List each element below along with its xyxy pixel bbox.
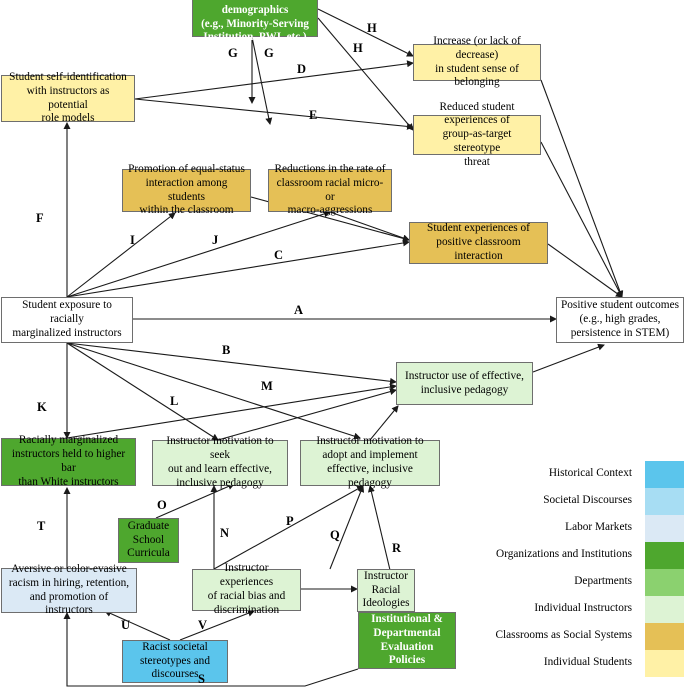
edge-i (66, 212, 176, 298)
edge-positive-outcomes (547, 243, 623, 298)
legend-label-historical: Historical Context (548, 467, 632, 479)
edge-higherbar-pedagogy (66, 383, 397, 439)
edge-label-r: R (392, 541, 402, 555)
edge-micro-positive (329, 211, 410, 242)
edge-label-j: J (212, 233, 219, 247)
edge-h2 (317, 17, 414, 131)
node-racial-bias-experiences: Instructor experiences of racial bias an… (192, 562, 301, 616)
edge-label-u: U (121, 618, 131, 632)
legend-swatch-organizations (645, 542, 684, 569)
edge-label-m: M (261, 379, 273, 393)
legend-label-labor: Labor Markets (565, 521, 632, 533)
node-higher-bar: Racially marginalized instructors held t… (1, 434, 136, 488)
edge-e (134, 98, 414, 130)
edge-g2 (251, 36, 273, 125)
node-inclusive-pedagogy: Instructor use of effective, inclusive p… (396, 362, 533, 405)
edge-label-f: F (36, 211, 44, 225)
edge-label-g1: G (228, 46, 238, 60)
edge-stereotype-outcomes (540, 141, 623, 298)
legend-swatch-societal (645, 488, 684, 515)
legend-swatch-labor (645, 515, 684, 542)
edge-b (66, 342, 397, 385)
edge-label-h2: H (353, 41, 363, 55)
edge-belonging-outcomes (540, 79, 624, 298)
node-student-exposure: Student exposure to racially marginalize… (1, 297, 133, 343)
edge-label-g2: G (264, 46, 274, 60)
node-equal-status-interaction: Promotion of equal-status interaction am… (122, 163, 251, 216)
edge-label-n: N (220, 526, 230, 540)
node-sense-of-belonging: Increase (or lack of decrease) in studen… (413, 35, 541, 88)
legend-label-classrooms: Classrooms as Social Systems (495, 629, 632, 641)
edge-label-o: O (157, 498, 167, 512)
node-student-self-identification: Student self-identification with instruc… (1, 71, 135, 124)
edge-label-v: V (198, 618, 208, 632)
node-stereotype-threat: Reduced student experiences of group-as-… (413, 101, 541, 168)
edge-label-q: Q (330, 528, 340, 542)
edge-label-i: I (130, 233, 135, 247)
node-aversive-racism: Aversive or color-evasive racism in hiri… (1, 563, 137, 616)
edge-v (179, 609, 255, 641)
edge-d (134, 60, 414, 100)
legend-swatch-departments (645, 569, 684, 596)
legend-label-departments: Departments (574, 575, 632, 587)
edge-p (213, 485, 364, 570)
node-motivation-learn: Instructor motivation to seek out and le… (152, 435, 288, 489)
legend-swatch-individual-instructors (645, 596, 684, 623)
edge-l (66, 342, 219, 441)
edge-label-d: D (297, 62, 307, 76)
legend-swatch-classrooms (645, 623, 684, 650)
edge-label-h1: H (367, 21, 377, 35)
edge-learn-pedagogy (217, 388, 397, 441)
edge-o (155, 483, 235, 519)
node-racial-microaggressions: Reductions in the rate of classroom raci… (268, 163, 392, 216)
edge-label-e: E (309, 108, 318, 122)
node-motivation-adopt: Instructor motivation to adopt and imple… (300, 435, 440, 489)
node-positive-classroom-interaction: Student experiences of positive classroo… (409, 222, 548, 264)
edge-label-s: S (198, 672, 205, 686)
legend-label-societal: Societal Discourses (543, 494, 632, 506)
edge-label-b: B (222, 343, 231, 357)
edge-u (104, 610, 171, 641)
edge-label-t: T (37, 519, 46, 533)
legend-label-individual-instructors: Individual Instructors (534, 602, 632, 614)
edge-label-c: C (274, 248, 284, 262)
edge-c (66, 239, 410, 298)
edge-m (66, 342, 361, 440)
edge-j (66, 210, 331, 298)
node-racist-stereotypes: Racist societal stereotypes and discours… (122, 640, 228, 683)
node-positive-student-outcomes: Positive student outcomes (e.g., high gr… (556, 297, 684, 343)
node-evaluation-policies: Institutional & Departmental Evaluation … (358, 612, 456, 669)
edge-label-a: A (294, 303, 304, 317)
legend-label-organizations: Organizations and Institutions (496, 548, 632, 560)
node-graduate-curricula: Graduate School Curricula (118, 518, 179, 563)
node-institutional-demographics: Institutional demographics (e.g., Minori… (192, 0, 318, 43)
edge-s (63, 612, 359, 687)
legend-label-individual-students: Individual Students (543, 656, 632, 668)
edge-pedagogy-outcomes (532, 343, 605, 373)
edge-adopt-pedagogy (369, 405, 399, 441)
node-racial-ideologies: Instructor Racial Ideologies (357, 569, 415, 612)
edge-h1 (317, 8, 414, 57)
edge-label-k: K (37, 400, 47, 414)
edge-label-p: P (286, 514, 294, 528)
edge-q (329, 485, 365, 570)
edge-label-l: L (170, 394, 179, 408)
legend-swatch-individual-students (645, 650, 684, 677)
legend-swatch-historical (645, 461, 684, 488)
